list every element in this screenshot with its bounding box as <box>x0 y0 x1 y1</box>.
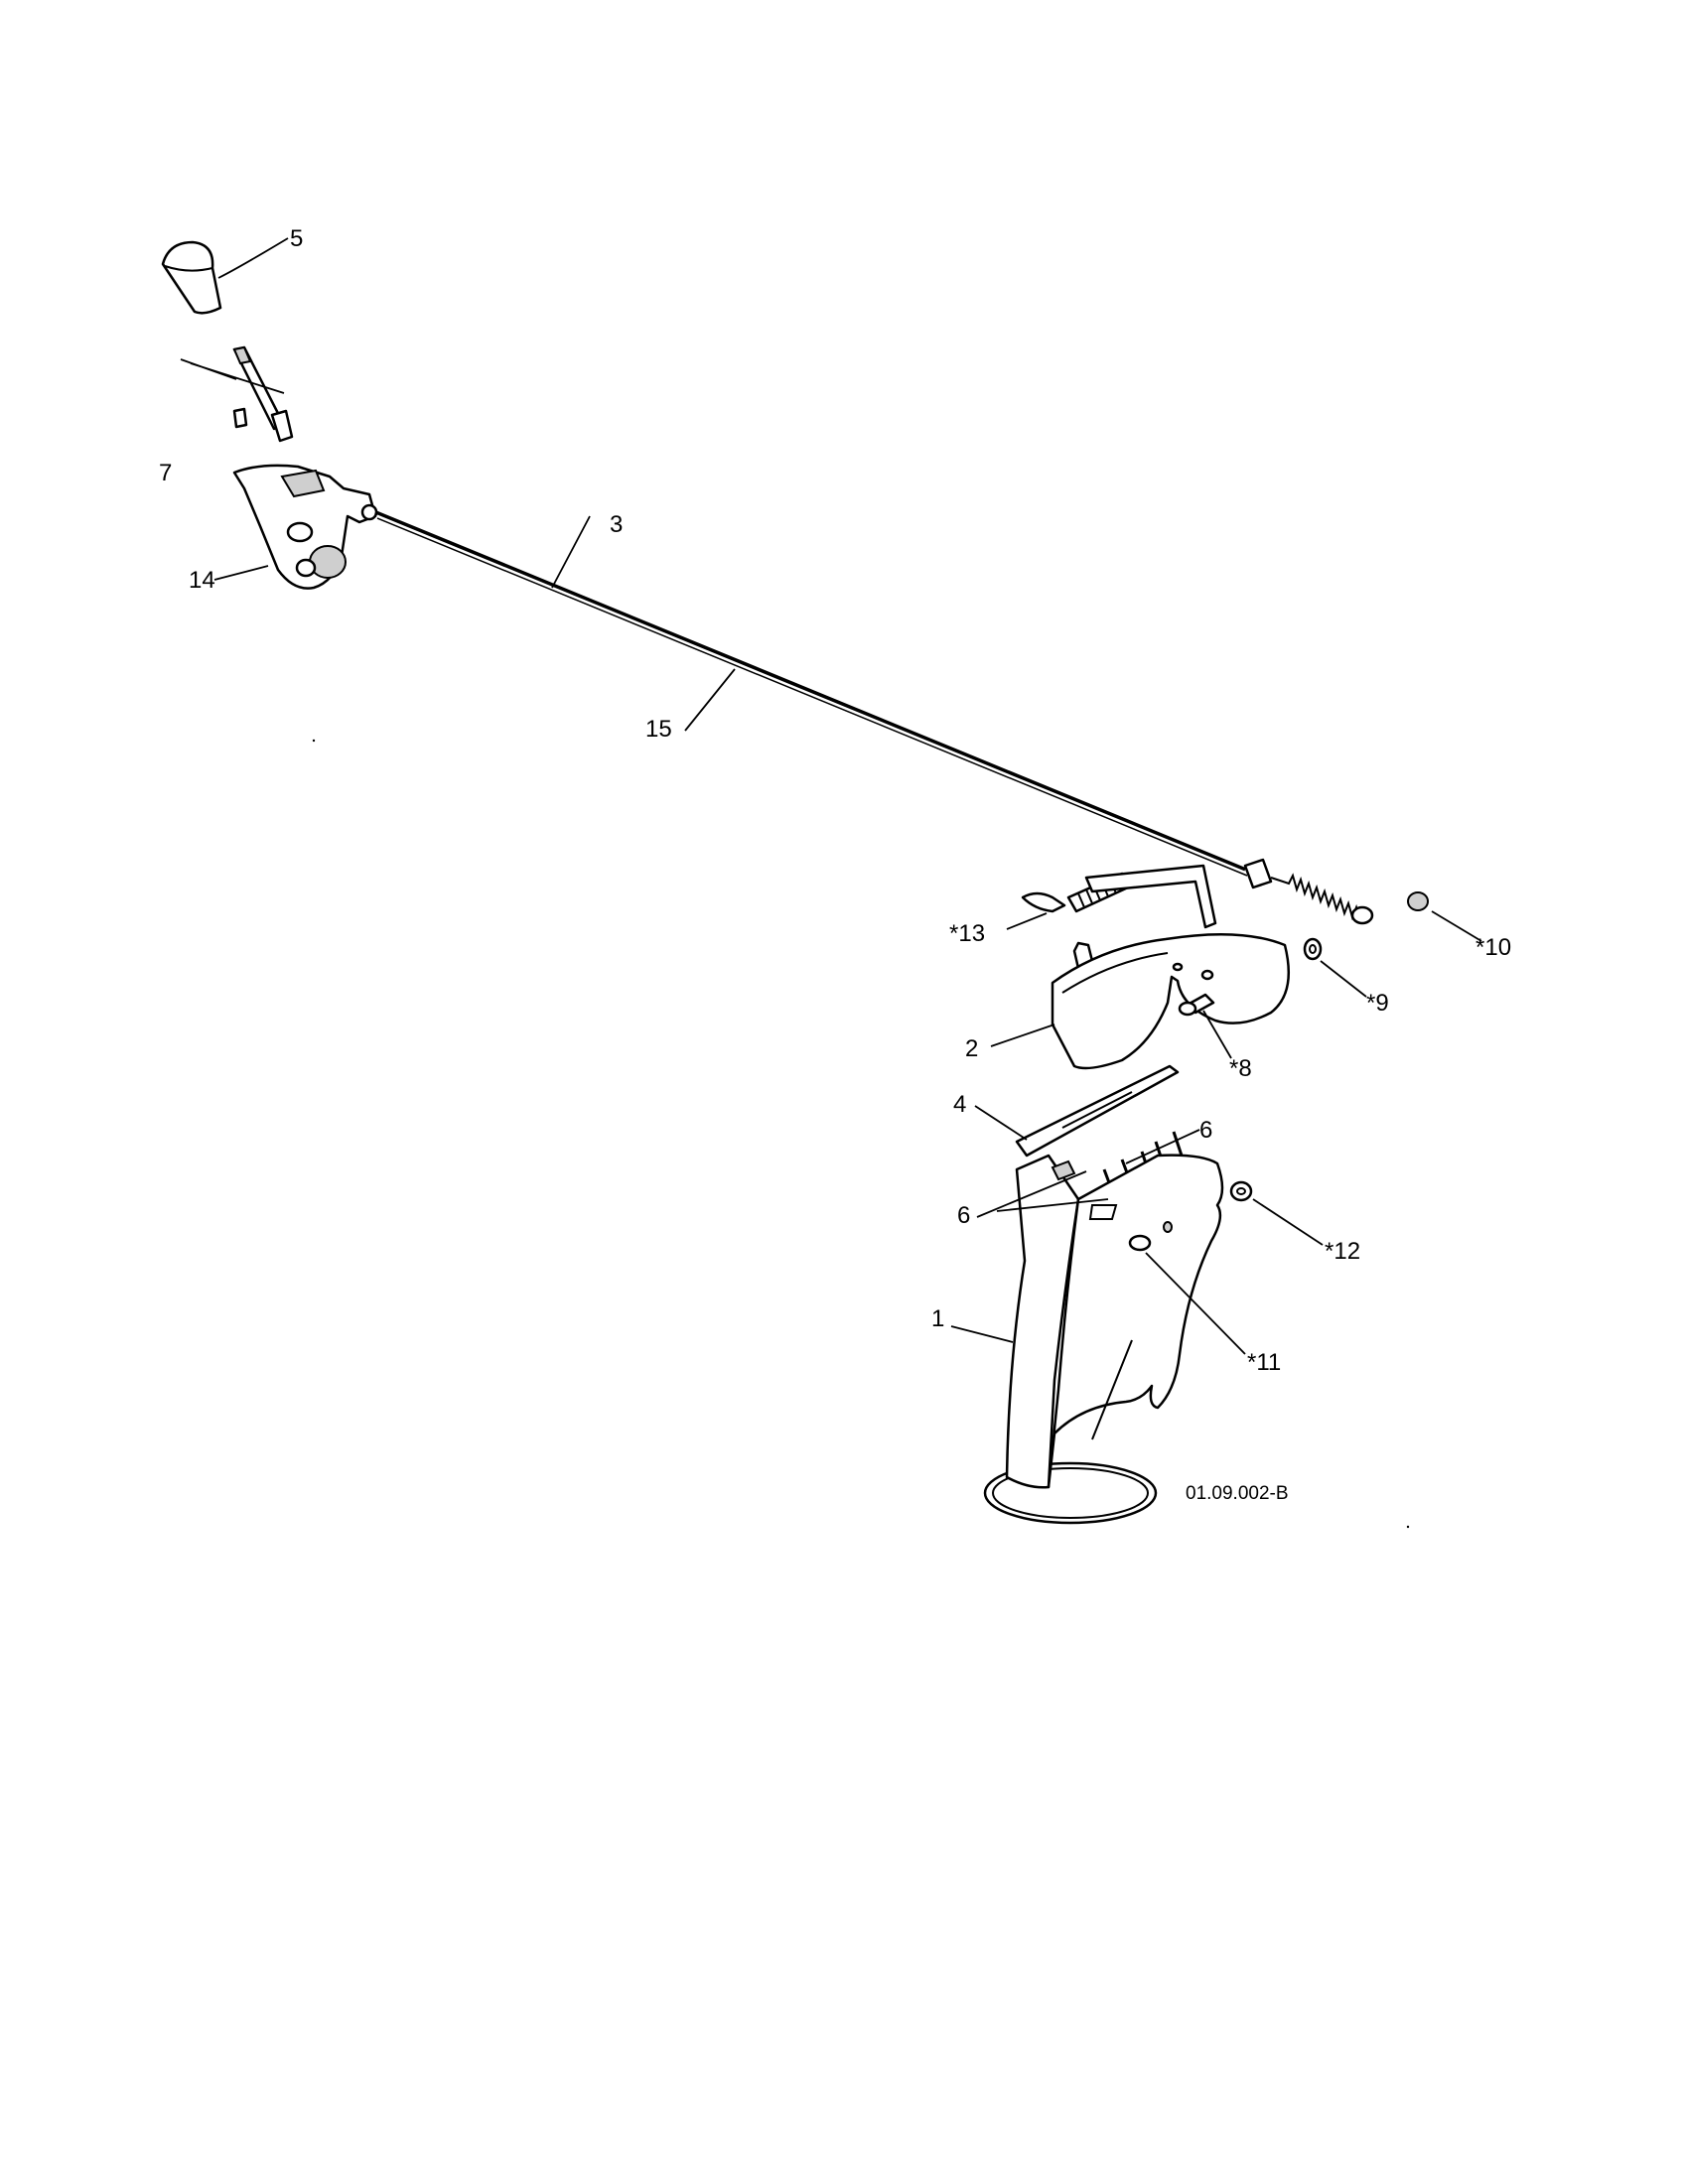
callout-5: 5 <box>290 225 303 252</box>
callout-labels: 5 7 14 3 15 *13 *10 *9 2 *8 4 6 6 *12 1 … <box>159 225 1511 1504</box>
callout-14: 14 <box>189 567 215 594</box>
callout-4: 4 <box>953 1091 966 1118</box>
part-lever-bracket <box>232 464 378 590</box>
part-rod-spring <box>1243 858 1374 925</box>
callout-9: *9 <box>1366 990 1389 1017</box>
part-bolt <box>1178 993 1215 1017</box>
callout-15: 15 <box>645 716 672 743</box>
part-washer <box>1303 937 1323 961</box>
part-chute <box>983 1154 1224 1525</box>
part-blade-plate <box>1015 1064 1180 1158</box>
callout-2: 2 <box>965 1035 978 1062</box>
part-nut <box>1407 891 1429 911</box>
callout-12: *12 <box>1325 1238 1360 1265</box>
part-knob <box>161 240 222 315</box>
callout-13: *13 <box>949 920 985 947</box>
callout-11: *11 <box>1247 1349 1281 1376</box>
leader-lines <box>180 237 1482 1355</box>
part-deflector <box>1051 864 1291 1070</box>
part-flange-nut <box>1229 1180 1253 1202</box>
part-rod <box>374 510 1248 877</box>
callout-8: *8 <box>1229 1055 1252 1082</box>
callout-7: 7 <box>159 460 172 486</box>
callout-1: 1 <box>931 1305 944 1332</box>
callout-6-top: 6 <box>1199 1117 1212 1144</box>
part-shift-lever <box>232 345 294 443</box>
callout-3: 3 <box>610 511 623 538</box>
callout-6-bottom: 6 <box>957 1202 970 1229</box>
callout-10: *10 <box>1475 934 1511 961</box>
diagram-code: 01.09.002-B <box>1186 1483 1289 1504</box>
